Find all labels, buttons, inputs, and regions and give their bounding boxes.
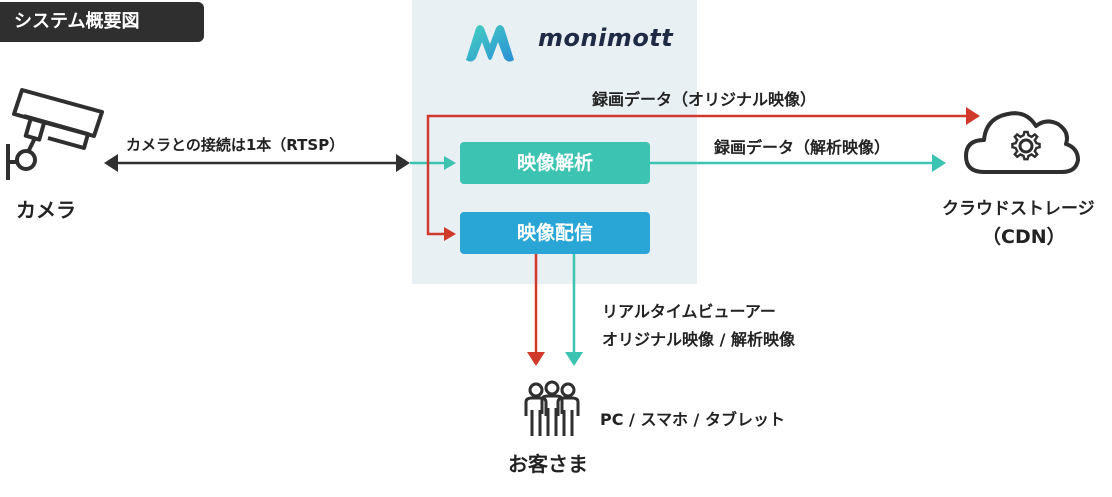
logo-wordmark: monimott: [538, 24, 674, 52]
customers-label: お客さま: [508, 452, 588, 476]
cloud-gear-icon: [964, 111, 1080, 174]
viewer-label-line1: リアルタイムビューアー: [602, 302, 776, 321]
logo-icon: [466, 25, 514, 62]
camera-connection-label: カメラとの接続は1本（RTSP）: [126, 136, 345, 154]
analysis-box: 映像解析: [460, 142, 650, 184]
people-icon: [524, 380, 580, 436]
recorded-analysis-label: 録画データ（解析映像）: [714, 138, 891, 157]
devices-label: PC / スマホ / タブレット: [600, 410, 785, 429]
storage-arrowhead-teal: [932, 154, 946, 172]
storage-arrowhead-red: [966, 107, 980, 125]
viewer-label-line2: オリジナル映像 / 解析映像: [602, 330, 795, 349]
camera-label: カメラ: [16, 198, 76, 222]
storage-label-line2: （CDN）: [982, 226, 1066, 248]
camera-arrowhead: [104, 154, 118, 172]
camera-icon: [6, 88, 104, 180]
page-title: システム概要図: [0, 2, 204, 42]
panel-arrowhead: [396, 154, 410, 172]
recorded-original-line: [426, 114, 968, 163]
storage-label-line1: クラウドストレージ: [942, 199, 1095, 219]
delivery-entry-line: [426, 163, 444, 236]
recorded-original-label: 録画データ（オリジナル映像）: [592, 90, 817, 109]
delivery-box: 映像配信: [460, 212, 650, 254]
